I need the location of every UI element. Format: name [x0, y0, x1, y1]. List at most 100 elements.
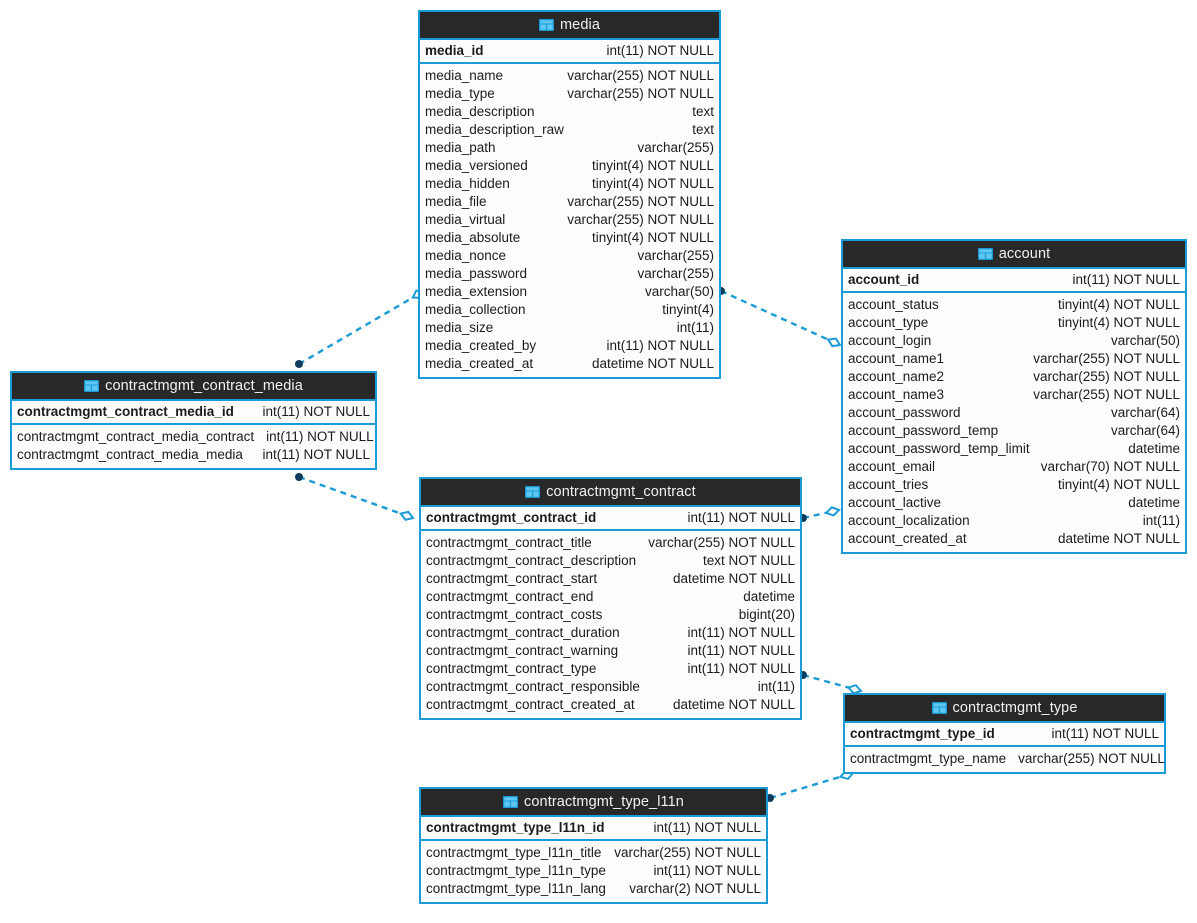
- table-icon: [84, 380, 100, 392]
- relationship-rel-ccmedia-contract: [295, 473, 415, 521]
- column-row: contractmgmt_contract_created_at datetime…: [421, 696, 800, 714]
- column-type: varchar(50): [644, 284, 714, 299]
- column-type: int(11) NOT NULL: [262, 447, 370, 462]
- column-name: account_password_temp: [848, 423, 999, 438]
- column-name: media_created_at: [425, 356, 534, 371]
- column-name: contractmgmt_type_l11n_type: [426, 863, 606, 878]
- column-type: varchar(255) NOT NULL: [567, 212, 714, 227]
- column-name: contractmgmt_type_l11n_lang: [426, 881, 606, 896]
- column-name: contractmgmt_contract_type: [426, 661, 597, 676]
- column-type: bigint(20): [738, 607, 795, 622]
- column-type: tinyint(4) NOT NULL: [591, 176, 714, 191]
- column-type: varchar(255) NOT NULL: [1018, 751, 1165, 766]
- entity-contractmgmt-contract-media[interactable]: contractmgmt_contract_media contractmgmt…: [10, 371, 377, 470]
- entity-contractmgmt-contract[interactable]: contractmgmt_contract contractmgmt_contr…: [419, 477, 802, 720]
- column-name: contractmgmt_contract_warning: [426, 643, 619, 658]
- column-name: media_created_by: [425, 338, 537, 353]
- column-type: datetime NOT NULL: [591, 356, 714, 371]
- column-name: contractmgmt_type_l11n_title: [426, 845, 602, 860]
- column-name: contractmgmt_contract_media_id: [17, 404, 234, 419]
- column-type: datetime NOT NULL: [672, 697, 795, 712]
- column-type: int(11) NOT NULL: [1072, 272, 1180, 287]
- column-row: contractmgmt_contract_media_media int(11)…: [12, 446, 375, 464]
- relationship-line: [298, 296, 414, 366]
- column-type: int(11): [757, 679, 795, 694]
- relationship-target-diamond: [826, 337, 842, 348]
- relationship-line: [802, 673, 849, 689]
- column-name: account_name2: [848, 369, 945, 384]
- column-type: varchar(50): [1110, 333, 1180, 348]
- column-name: contractmgmt_contract_created_at: [426, 697, 635, 712]
- entity-header-contractmgmt-contract: contractmgmt_contract: [421, 479, 800, 507]
- primary-key-row: contractmgmt_type_l11n_id int(11) NOT NU…: [421, 817, 766, 841]
- column-name: contractmgmt_contract_end: [426, 589, 594, 604]
- column-type: tinyint(4) NOT NULL: [591, 230, 714, 245]
- entity-title: media: [560, 16, 600, 33]
- relationship-line: [769, 775, 841, 800]
- column-name: contractmgmt_type_id: [850, 726, 995, 741]
- column-name: account_lactive: [848, 495, 942, 510]
- column-row: account_password varchar(64): [843, 404, 1185, 422]
- column-type: varchar(255) NOT NULL: [567, 68, 714, 83]
- column-type: varchar(255): [637, 266, 714, 281]
- column-name: contractmgmt_contract_start: [426, 571, 598, 586]
- column-type: varchar(64): [1110, 405, 1180, 420]
- column-type: varchar(255): [637, 248, 714, 263]
- column-type: datetime: [1128, 441, 1180, 456]
- column-name: media_absolute: [425, 230, 521, 245]
- column-row: media_absolute tinyint(4) NOT NULL: [420, 229, 719, 247]
- column-type: varchar(255) NOT NULL: [648, 535, 795, 550]
- relationship-line: [802, 511, 827, 520]
- column-type: int(11) NOT NULL: [262, 404, 370, 419]
- table-icon: [977, 248, 993, 260]
- column-name: media_versioned: [425, 158, 528, 173]
- column-name: account_id: [848, 272, 920, 287]
- column-name: contractmgmt_contract_media_media: [17, 447, 243, 462]
- primary-key-row: media_id int(11) NOT NULL: [420, 40, 719, 64]
- column-type: text: [692, 104, 714, 119]
- column-type: tinyint(4) NOT NULL: [1057, 297, 1180, 312]
- entity-header-contractmgmt-type-l11n: contractmgmt_type_l11n: [421, 789, 766, 817]
- column-type: int(11) NOT NULL: [687, 661, 795, 676]
- entity-contractmgmt-type-l11n[interactable]: contractmgmt_type_l11n contractmgmt_type…: [419, 787, 768, 904]
- entity-header-contractmgmt-type: contractmgmt_type: [845, 695, 1164, 723]
- table-icon: [525, 486, 541, 498]
- column-name: account_tries: [848, 477, 929, 492]
- column-type: int(11) NOT NULL: [653, 820, 761, 835]
- relationship-rel-contract-account: [799, 506, 841, 522]
- column-name: contractmgmt_contract_description: [426, 553, 637, 568]
- column-type: varchar(255): [637, 140, 714, 155]
- column-name: media_hidden: [425, 176, 510, 191]
- column-name: contractmgmt_type_l11n_id: [426, 820, 605, 835]
- relationship-rel-ccmedia-media: [295, 289, 426, 368]
- table-icon: [539, 19, 554, 31]
- column-row: contractmgmt_contract_type int(11) NOT NU…: [421, 660, 800, 678]
- column-name: media_name: [425, 68, 504, 83]
- column-type: tinyint(4) NOT NULL: [1057, 477, 1180, 492]
- column-name: account_password: [848, 405, 961, 420]
- entity-contractmgmt-type[interactable]: contractmgmt_type contractmgmt_type_id i…: [843, 693, 1166, 774]
- column-name: account_localization: [848, 513, 970, 528]
- column-type: int(11) NOT NULL: [606, 338, 714, 353]
- entity-account[interactable]: account account_id int(11) NOT NULL acco…: [841, 239, 1187, 554]
- column-type: int(11) NOT NULL: [653, 863, 761, 878]
- column-type: varchar(2) NOT NULL: [629, 881, 761, 896]
- column-type: int(11): [676, 320, 714, 335]
- entity-title: account: [998, 245, 1051, 262]
- column-name: account_type: [848, 315, 929, 330]
- column-type: int(11) NOT NULL: [687, 625, 795, 640]
- entity-media[interactable]: media media_id int(11) NOT NULL media_na…: [418, 10, 721, 379]
